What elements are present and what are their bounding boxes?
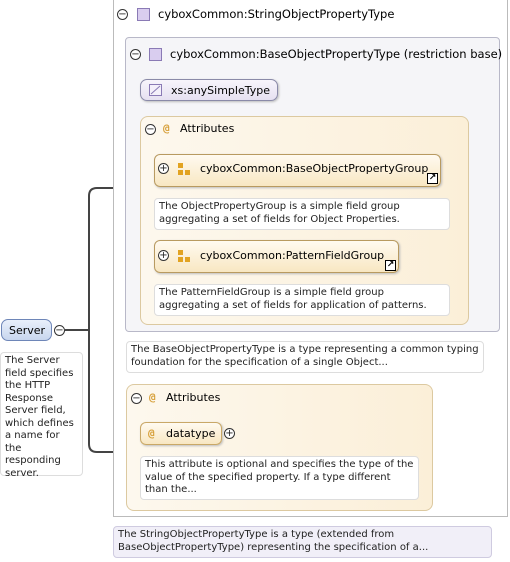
datatype-attribute-name: datatype xyxy=(166,427,216,440)
base-type-collapse-toggle[interactable]: − xyxy=(130,49,141,60)
attribute-group-2-icon xyxy=(178,250,190,262)
attribute-group-2-name: cyboxCommon:PatternFieldGroup xyxy=(200,249,385,262)
outer-type-collapse-toggle[interactable]: − xyxy=(117,9,128,20)
attribute-group-1-doc: The ObjectPropertyGroup is a simple fiel… xyxy=(154,198,450,230)
simple-type-node[interactable]: xs:anySimpleType xyxy=(140,79,278,101)
outer-type-title: cyboxCommon:StringObjectPropertyType xyxy=(158,7,395,21)
attribute-group-node-1[interactable] xyxy=(154,154,441,187)
attribute-group-1-expand-toggle[interactable]: + xyxy=(158,163,169,174)
base-type-icon xyxy=(149,48,162,61)
datatype-attribute-node[interactable]: @ datatype xyxy=(140,422,222,445)
element-name: Server xyxy=(9,324,46,337)
base-type-title: cyboxCommon:BaseObjectPropertyType (rest… xyxy=(170,47,503,61)
attribute-group-1-icon xyxy=(178,163,190,175)
element-collapse-toggle[interactable]: − xyxy=(54,325,65,336)
outer-type-doc: The StringObjectPropertyType is a type (… xyxy=(113,526,492,558)
datatype-at-icon: @ xyxy=(148,427,155,440)
simple-type-icon xyxy=(149,84,162,96)
element-node[interactable]: Server xyxy=(1,319,52,341)
attribute-group-2-jump-icon[interactable]: ↗ xyxy=(385,260,396,271)
datatype-doc: This attribute is optional and specifies… xyxy=(140,456,419,500)
inner-attributes-collapse-toggle[interactable]: − xyxy=(145,124,156,135)
simple-type-name: xs:anySimpleType xyxy=(171,84,270,97)
datatype-expand-toggle[interactable]: + xyxy=(224,428,235,439)
attribute-group-node-2[interactable] xyxy=(154,240,399,273)
inner-attributes-title: Attributes xyxy=(180,122,235,135)
outer-attributes-collapse-toggle[interactable]: − xyxy=(131,393,142,404)
element-doc: The Server field specifies the HTTP Resp… xyxy=(0,352,83,479)
attribute-group-2-expand-toggle[interactable]: + xyxy=(158,250,169,261)
outer-attributes-at-icon: @ xyxy=(149,391,156,404)
attribute-group-1-name: cyboxCommon:BaseObjectPropertyGroup xyxy=(200,162,429,175)
base-type-doc: The BaseObjectPropertyType is a type rep… xyxy=(126,341,484,373)
attribute-group-1-jump-icon[interactable]: ↗ xyxy=(427,173,438,184)
complex-type-icon xyxy=(137,8,150,21)
outer-attributes-title: Attributes xyxy=(166,391,221,404)
attributes-at-icon: @ xyxy=(163,122,170,135)
attribute-group-2-doc: The PatternFieldGroup is a simple field … xyxy=(154,284,450,316)
